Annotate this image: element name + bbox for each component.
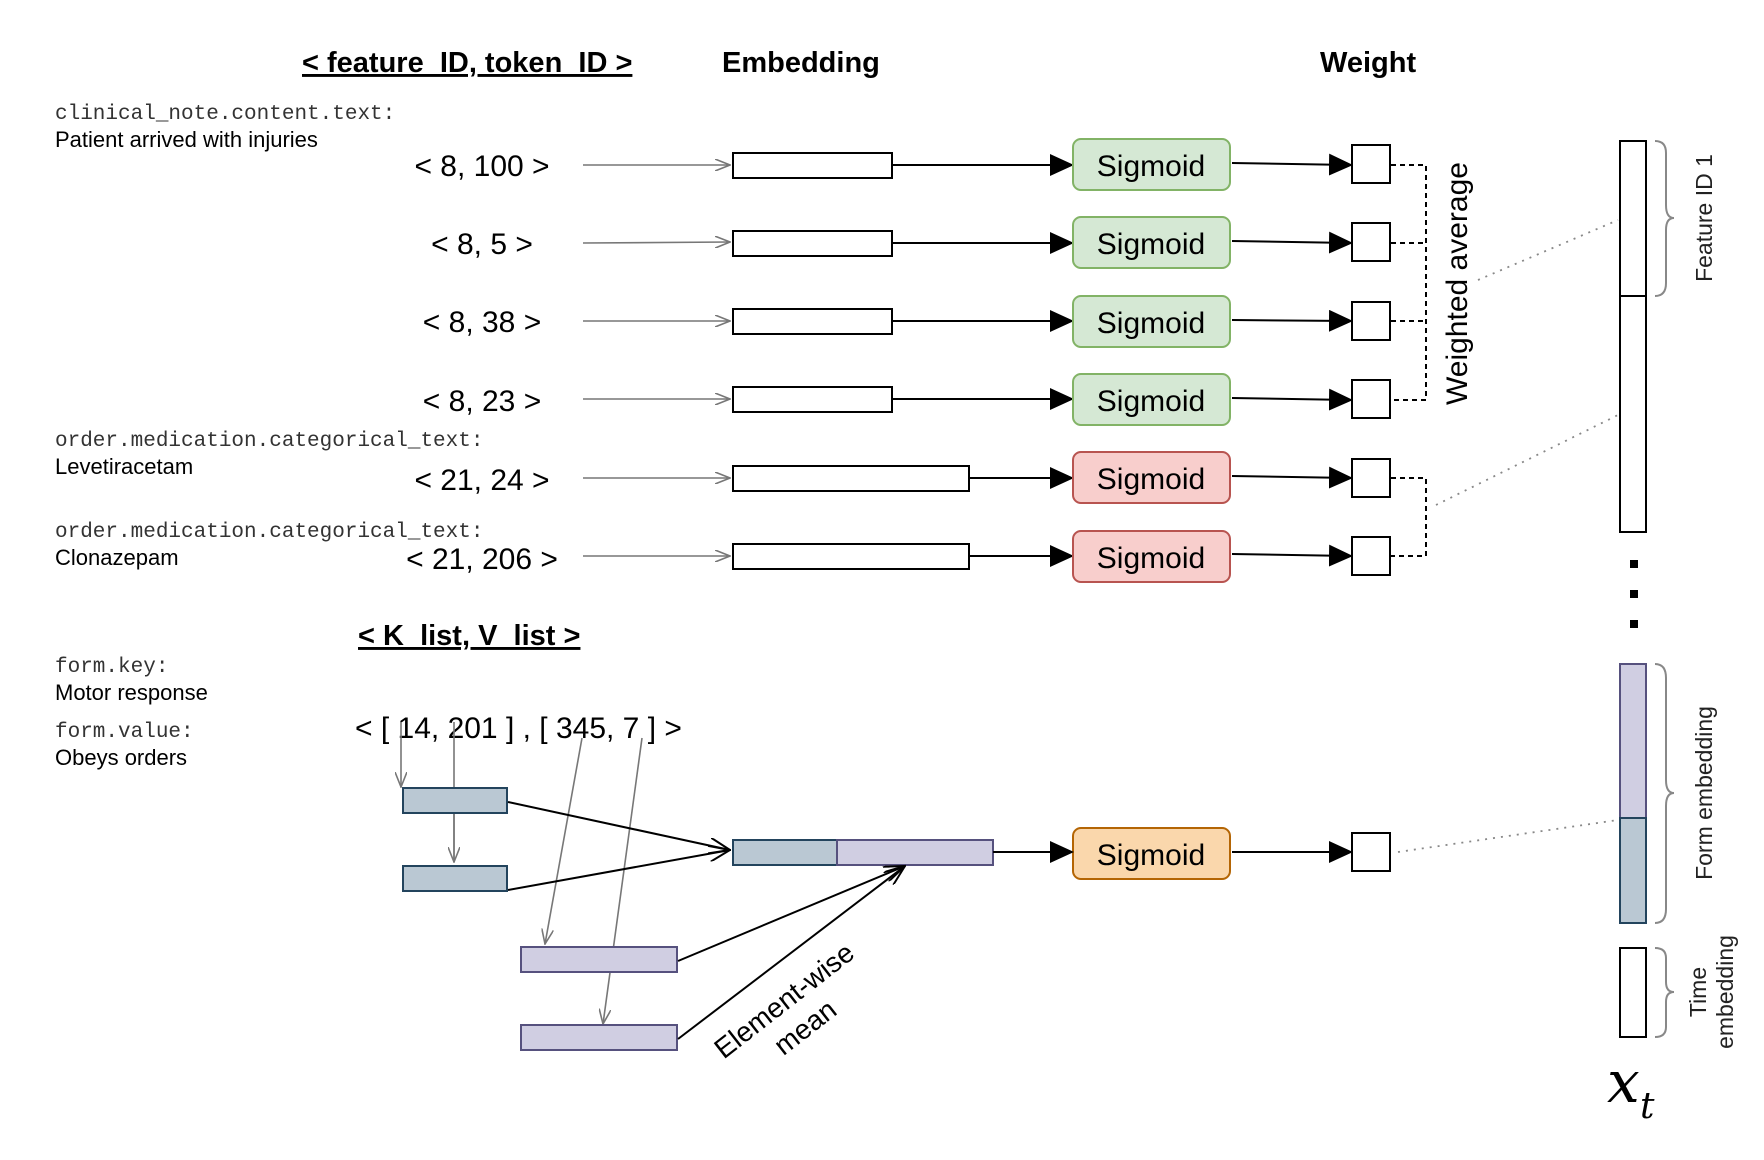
kv-input-arrow bbox=[545, 737, 583, 944]
pair-label: < 21, 24 > bbox=[414, 464, 549, 497]
value-embedding-box bbox=[520, 1024, 678, 1051]
feature-token-header: < feature_ID, token_ID > bbox=[302, 47, 632, 79]
weighted-average-bracket bbox=[1391, 164, 1427, 401]
weight-box bbox=[1351, 222, 1391, 262]
sigmoid-to-weight-arrow bbox=[1231, 388, 1353, 411]
sigmoid-to-weight-arrow bbox=[1231, 466, 1353, 489]
weight-box bbox=[1351, 536, 1391, 576]
source-field-clinical-note: clinical_note.content.text: bbox=[55, 103, 395, 126]
key-embedding-box bbox=[402, 865, 508, 892]
weight-box bbox=[1351, 458, 1391, 498]
source-field-medication-2: order.medication.categorical_text: bbox=[55, 521, 483, 544]
sigmoid-label: Sigmoid bbox=[1097, 307, 1205, 340]
embedding-bar bbox=[732, 386, 893, 413]
dotted-connector bbox=[1397, 819, 1619, 853]
dotted-connector bbox=[1477, 219, 1619, 281]
xt-form-segment-blue bbox=[1619, 817, 1647, 924]
xt-form-segment-purple bbox=[1619, 663, 1647, 819]
pair-label: < 21, 206 > bbox=[406, 543, 558, 576]
kv-list-header: < K_list, V_list > bbox=[358, 620, 580, 652]
time-embedding-label-line1: Time bbox=[1685, 967, 1711, 1017]
kv-input-arrow bbox=[603, 737, 643, 1024]
form-brace bbox=[1654, 663, 1675, 924]
sigmoid-box-red bbox=[1072, 451, 1231, 504]
dotted-connector bbox=[1435, 414, 1619, 506]
source-field-medication-1: order.medication.categorical_text: bbox=[55, 430, 483, 453]
pair-label: < 8, 23 > bbox=[423, 385, 541, 418]
key-embedding-box bbox=[402, 787, 508, 814]
combined-key-segment bbox=[732, 839, 838, 866]
sigmoid-to-weight-arrow bbox=[1231, 231, 1353, 254]
xt-label-sub: t bbox=[1640, 1086, 1655, 1127]
source-value-medication-2: Clonazepam bbox=[55, 545, 179, 570]
source-value-form-value: Obeys orders bbox=[55, 745, 187, 770]
combined-value-segment bbox=[836, 839, 994, 866]
weight-box bbox=[1351, 301, 1391, 341]
source-value-clinical-note: Patient arrived with injuries bbox=[55, 127, 318, 152]
medication-bracket bbox=[1391, 477, 1427, 557]
sigmoid-label: Sigmoid bbox=[1097, 385, 1205, 418]
feature-brace bbox=[1654, 140, 1675, 297]
source-field-form-key: form.key: bbox=[55, 656, 168, 679]
sigmoid-box-green bbox=[1072, 216, 1231, 269]
xt-feature-segment bbox=[1619, 295, 1647, 533]
weight-header: Weight bbox=[1320, 47, 1416, 79]
embedding-bar bbox=[732, 230, 893, 257]
sigmoid-label: Sigmoid bbox=[1097, 228, 1205, 261]
sigmoid-label: Sigmoid bbox=[1097, 463, 1205, 496]
weight-box bbox=[1351, 379, 1391, 419]
pair-label: < 8, 100 > bbox=[414, 150, 549, 183]
embedding-header: Embedding bbox=[722, 47, 880, 79]
time-brace bbox=[1654, 947, 1675, 1038]
pair-label: < 8, 38 > bbox=[423, 306, 541, 339]
xt-label-base: x bbox=[1607, 1048, 1640, 1116]
embedding-bar bbox=[732, 465, 970, 492]
embedding-bar bbox=[732, 543, 970, 570]
pair-label: < 8, 5 > bbox=[431, 228, 533, 261]
value-to-combined-arrow bbox=[677, 866, 905, 962]
embedding-bar bbox=[732, 152, 893, 179]
sigmoid-to-weight-arrow bbox=[1231, 544, 1353, 567]
value-to-combined-arrow bbox=[677, 866, 905, 1040]
xt-feature-segment bbox=[1619, 140, 1647, 297]
sigmoid-label: Sigmoid bbox=[1097, 542, 1205, 575]
sigmoid-to-weight-arrow bbox=[1231, 153, 1353, 176]
sigmoid-to-weight-arrow bbox=[1231, 309, 1353, 332]
weight-box bbox=[1351, 832, 1391, 872]
value-embedding-box bbox=[520, 946, 678, 973]
ellipsis-icon bbox=[1630, 560, 1638, 628]
sigmoid-box-green bbox=[1072, 138, 1231, 191]
weighted-average-label: Weighted average bbox=[1441, 162, 1474, 405]
time-embedding-label-line2: embedding bbox=[1712, 935, 1738, 1049]
feature-id-label: Feature ID 1 bbox=[1691, 154, 1717, 282]
sigmoid-box-red bbox=[1072, 530, 1231, 583]
weight-box bbox=[1351, 144, 1391, 184]
sigmoid-box-green bbox=[1072, 373, 1231, 426]
embedding-bar bbox=[732, 308, 893, 335]
key-to-combined-arrow bbox=[507, 850, 730, 891]
form-embedding-label: Form embedding bbox=[1691, 706, 1717, 880]
source-value-form-key: Motor response bbox=[55, 680, 208, 705]
key-to-combined-arrow bbox=[507, 801, 730, 850]
sigmoid-label: Sigmoid bbox=[1097, 839, 1205, 872]
sigmoid-label: Sigmoid bbox=[1097, 150, 1205, 183]
input-arrow bbox=[582, 242, 730, 243]
sigmoid-box-green bbox=[1072, 295, 1231, 348]
source-field-form-value: form.value: bbox=[55, 721, 194, 744]
source-value-medication-1: Levetiracetam bbox=[55, 454, 193, 479]
kv-pair-label: < [ 14, 201 ] , [ 345, 7 ] > bbox=[355, 712, 682, 745]
xt-time-segment bbox=[1619, 947, 1647, 1038]
